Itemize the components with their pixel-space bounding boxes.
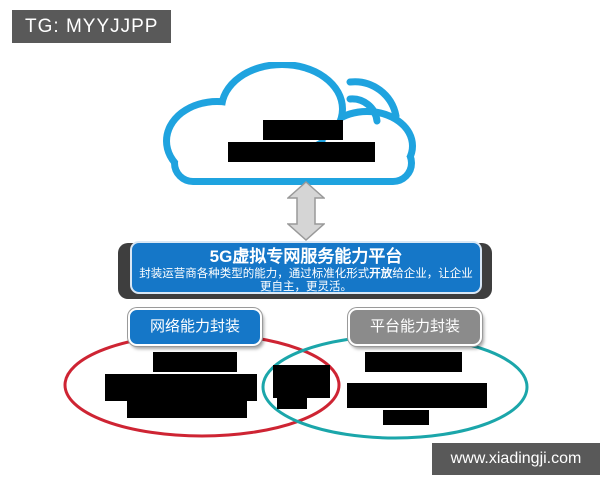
- platform-title: 5G虚拟专网服务能力平台: [209, 247, 403, 266]
- cloud-icon: [163, 62, 416, 185]
- platform-panel: 5G虚拟专网服务能力平台 封装运营商各种类型的能力，通过标准化形式开放给企业，让…: [130, 241, 482, 294]
- platform-subtitle-bold: 开放: [369, 268, 393, 280]
- platform-subtitle: 封装运营商各种类型的能力，通过标准化形式开放给企业，让企业更自主，更灵活。: [132, 268, 480, 294]
- redacted-text-block: [347, 383, 487, 408]
- site-watermark-badge: www.xiadingji.com: [432, 443, 600, 475]
- platform-subtitle-post: 给企业，让企业更自主，更灵活。: [260, 268, 473, 293]
- tg-watermark-badge: TG: MYYJJPP: [12, 10, 172, 43]
- redacted-text-block: [105, 374, 257, 401]
- bidirectional-arrow-icon: [287, 181, 325, 241]
- redacted-text-block: [277, 397, 307, 409]
- network-capability-button: 网络能力封装: [128, 308, 262, 346]
- platform-subtitle-pre: 封装运营商各种类型的能力，通过标准化形式: [139, 268, 370, 280]
- redacted-cloud-label: [228, 120, 375, 162]
- redacted-text-block: [383, 410, 429, 425]
- signal-waves-icon: [346, 78, 400, 125]
- redacted-text-block: [273, 365, 330, 398]
- redacted-text-block: [127, 400, 247, 418]
- redacted-text-block: [153, 352, 237, 372]
- redacted-text-block: [365, 352, 462, 372]
- platform-capability-button: 平台能力封装: [348, 308, 482, 346]
